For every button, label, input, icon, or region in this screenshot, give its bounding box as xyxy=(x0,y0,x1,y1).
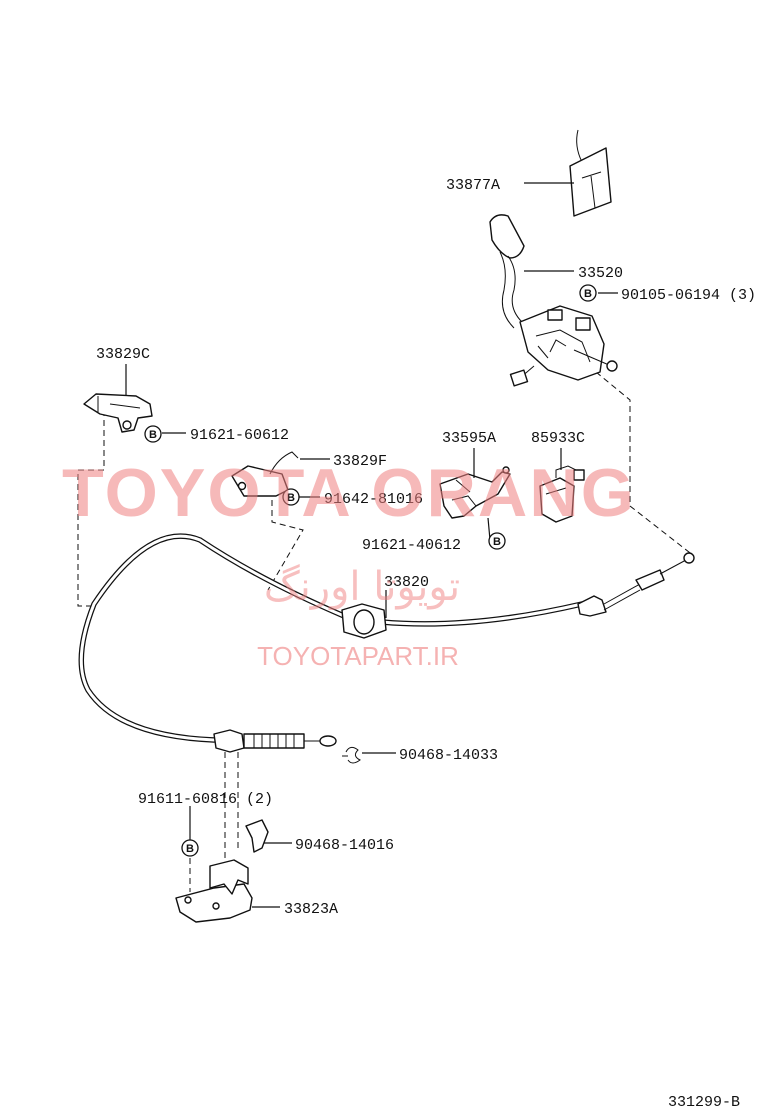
transmission-control-cable-part xyxy=(78,533,695,753)
part-label-33829c: 33829C xyxy=(96,346,150,363)
part-label-33520: 33520 xyxy=(578,265,623,282)
part-label-90468-14033: 90468-14033 xyxy=(399,747,498,764)
watermark-farsi-text: تویوتا اورنگ xyxy=(264,564,460,610)
bracket-33829c-part xyxy=(83,393,153,433)
part-label-90468-14016: 90468-14016 xyxy=(295,837,394,854)
bolt-marker-1: B xyxy=(579,284,597,302)
clip-90468-14033-part xyxy=(345,746,361,764)
part-label-33823a: 33823A xyxy=(284,901,338,918)
svg-text:B: B xyxy=(287,492,295,504)
leader-lines xyxy=(125,182,618,908)
svg-text:B: B xyxy=(186,843,194,855)
part-label-91621-40612: 91621-40612 xyxy=(362,537,461,554)
watermark: TOYOTA ORANG تویوتا اورنگ TOYOTAPART.IR xyxy=(62,455,636,671)
bolt-marker-4: B xyxy=(488,532,506,550)
connector-85933c-part xyxy=(539,465,585,523)
part-label-91621-60612: 91621-60612 xyxy=(190,427,289,444)
clip-90468-14016-part xyxy=(245,819,269,853)
assembly-guide-lines xyxy=(77,371,695,892)
switch-33595a-part xyxy=(439,466,511,519)
part-label-91642-81016: 91642-81016 xyxy=(324,491,423,508)
svg-text:B: B xyxy=(493,536,501,548)
bolt-marker-2: B xyxy=(144,425,162,443)
part-label-90105-06194: 90105-06194 (3) xyxy=(621,287,756,304)
bolt-marker-3: B xyxy=(282,488,300,506)
bracket-33823a-part xyxy=(175,859,253,923)
part-label-33820: 33820 xyxy=(384,574,429,591)
watermark-brand-text: TOYOTA ORANG xyxy=(62,455,636,531)
watermark-url-text: TOYOTAPART.IR xyxy=(257,641,459,671)
bolt-marker-5: B xyxy=(181,839,199,857)
diagram-reference-code: 331299-B xyxy=(668,1094,740,1111)
shift-lever-assembly-part xyxy=(489,214,618,387)
part-label-33877a: 33877A xyxy=(446,177,500,194)
bracket-33829f-part xyxy=(231,451,299,497)
part-label-91611-60816: 91611-60816 (2) xyxy=(138,791,273,808)
part-label-33829f: 33829F xyxy=(333,453,387,470)
part-label-85933c: 85933C xyxy=(531,430,585,447)
part-label-33595a: 33595A xyxy=(442,430,496,447)
svg-text:B: B xyxy=(584,288,592,300)
warning-tag-part xyxy=(569,129,612,217)
svg-text:B: B xyxy=(149,429,157,441)
